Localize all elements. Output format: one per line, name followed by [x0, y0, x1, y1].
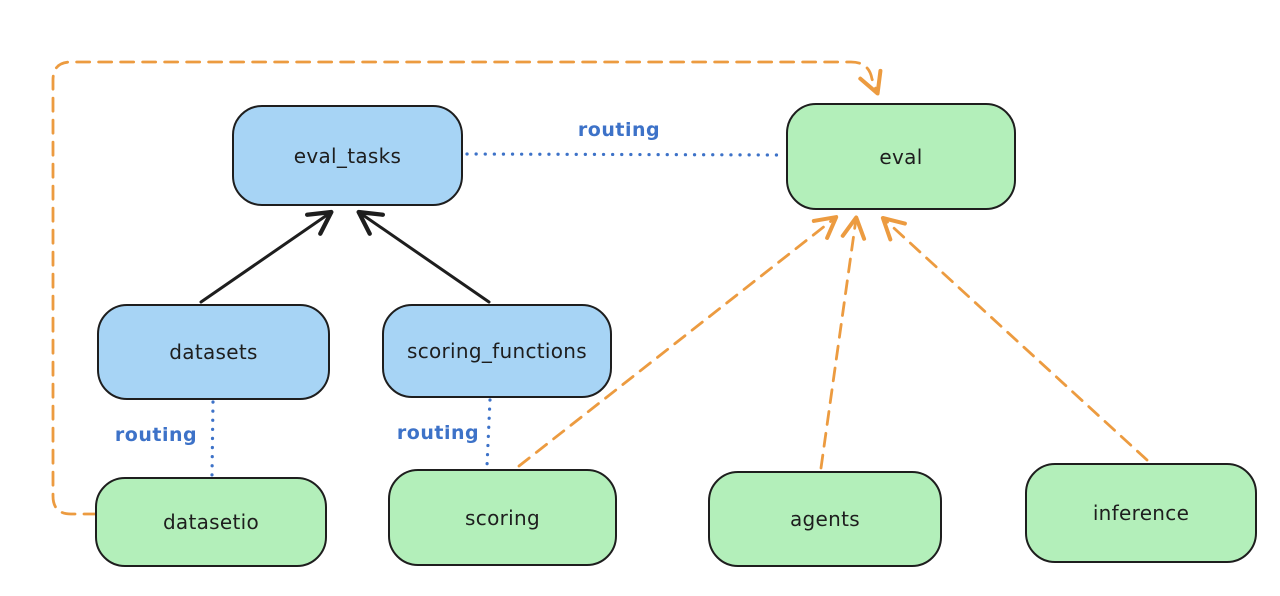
edge-scoring-to-eval: [517, 215, 839, 468]
node-agents-label: agents: [790, 507, 860, 531]
node-inference-label: inference: [1092, 501, 1190, 525]
edge-datasets-to-eval_tasks: [199, 209, 334, 304]
edge-datasets-to-datasetio: [210, 400, 215, 477]
node-scoring-functions-label: scoring_functions: [406, 339, 588, 363]
node-eval: eval: [786, 103, 1016, 210]
edge-label-routing-eval-tasks-eval: routing: [577, 119, 661, 141]
edge-agents-to-eval: [819, 215, 867, 470]
node-scoring: scoring: [388, 469, 617, 566]
edge-label-routing-datasets-datasetio: routing: [114, 424, 198, 446]
node-eval-tasks-label: eval_tasks: [293, 143, 402, 168]
node-inference: inference: [1025, 463, 1257, 563]
edge-eval_tasks-to-eval: [465, 152, 786, 157]
node-scoring-label: scoring: [465, 505, 540, 530]
node-scoring-functions: scoring_functions: [382, 304, 612, 398]
edge-scoring_functions-to-eval_tasks: [356, 209, 491, 304]
edge-label-routing-scoring-functions-scoring: routing: [396, 422, 480, 444]
node-agents: agents: [708, 471, 942, 567]
edge-inference-to-eval: [880, 215, 1149, 462]
edge-datasetio-to-eval: [51, 60, 883, 516]
node-eval-label: eval: [879, 144, 923, 169]
node-datasetio: datasetio: [95, 477, 327, 567]
node-datasets-label: datasets: [169, 340, 258, 364]
node-datasetio-label: datasetio: [162, 510, 260, 534]
node-eval-tasks: eval_tasks: [232, 105, 463, 206]
node-datasets: datasets: [97, 304, 330, 400]
edge-scoring_functions-to-scoring: [485, 398, 492, 468]
